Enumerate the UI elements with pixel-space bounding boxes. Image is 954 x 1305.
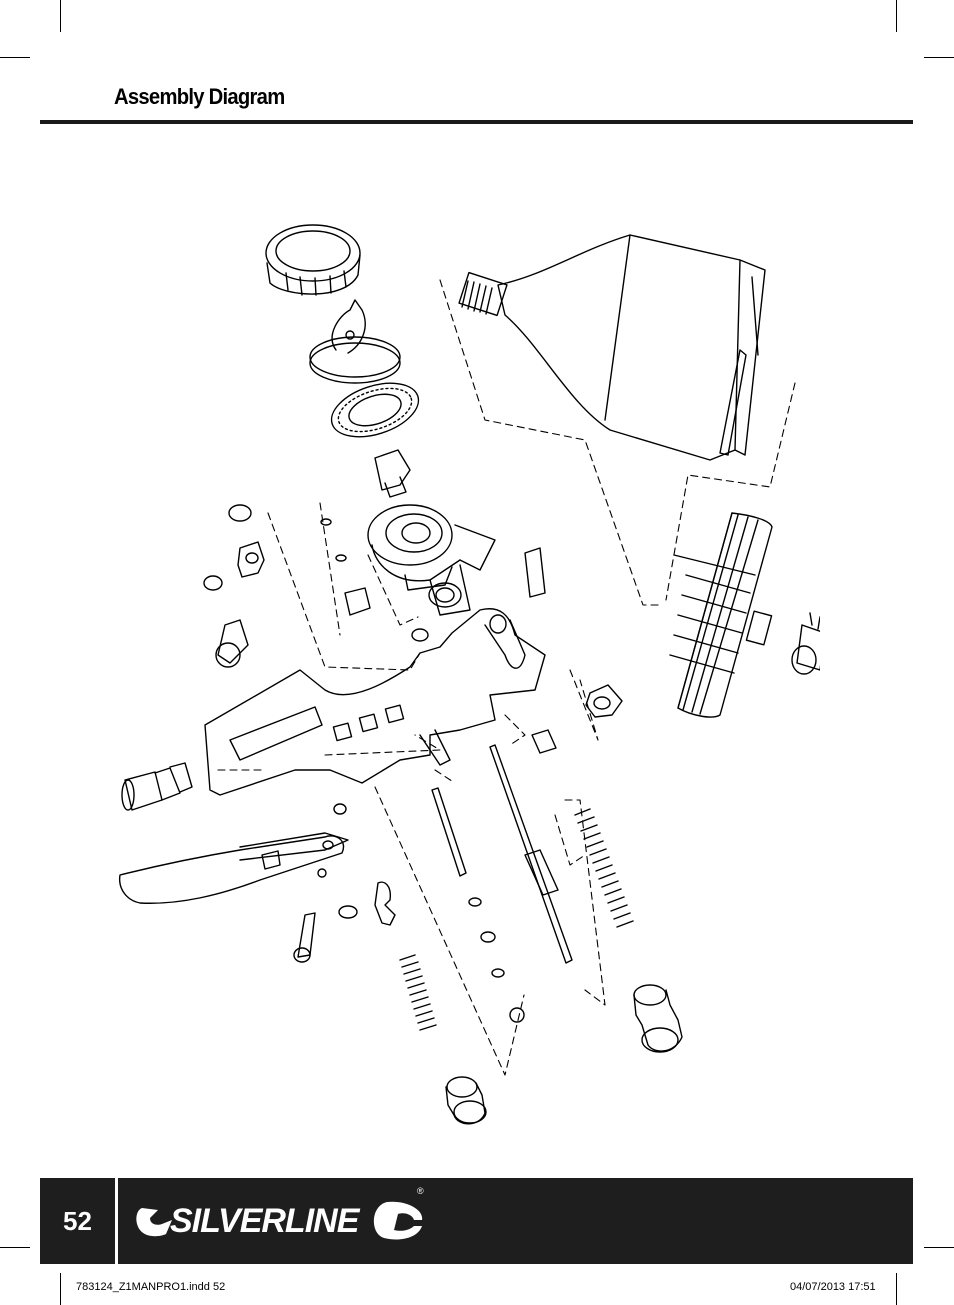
page-title: Assembly Diagram	[114, 84, 285, 109]
trigger-pin	[293, 912, 316, 963]
washers	[320, 518, 525, 1236]
fluid-tip-holder	[309, 299, 401, 384]
assembly-diagram	[100, 215, 826, 1236]
crop-mark	[60, 0, 61, 32]
small-fittings	[524, 547, 623, 754]
footer-bar: 52 SILVERLINE ®	[40, 1178, 913, 1264]
print-file-info: 783124_Z1MANPRO1.indd 52	[76, 1281, 226, 1293]
fluid-nozzle	[374, 449, 411, 498]
crop-mark	[924, 57, 954, 58]
title-rule	[40, 120, 913, 124]
air-inlet-fitting	[121, 762, 193, 811]
air-valve-knob	[203, 504, 265, 668]
crop-mark	[60, 1273, 61, 1305]
print-timestamp: 04/07/2013 17:51	[790, 1281, 876, 1293]
cup-lid	[669, 512, 773, 718]
air-valve-stem	[431, 787, 467, 877]
gun-head	[367, 504, 496, 616]
fluid-adjust-knob	[633, 984, 683, 1053]
crop-mark	[924, 1247, 954, 1248]
crop-mark	[0, 57, 30, 58]
registered-mark: ®	[417, 1186, 424, 1196]
spacer-ring	[330, 382, 420, 438]
spring-right	[574, 808, 634, 928]
trigger	[118, 832, 349, 904]
gun-body	[204, 582, 546, 796]
svg-text:SILVERLINE: SILVERLINE	[170, 1202, 361, 1240]
paint-cup	[458, 234, 766, 461]
retaining-nut	[265, 224, 361, 296]
air-adjust-knob	[445, 1076, 487, 1125]
spring-left	[374, 881, 437, 1031]
vent-valve	[791, 612, 826, 675]
crop-mark	[0, 1247, 30, 1248]
fluid-needle	[489, 744, 573, 964]
footer-divider	[115, 1178, 118, 1264]
silverline-logo: SILVERLINE	[136, 1201, 423, 1240]
page-number: 52	[63, 1205, 92, 1236]
crop-mark	[896, 0, 897, 32]
crop-mark	[896, 1273, 897, 1305]
